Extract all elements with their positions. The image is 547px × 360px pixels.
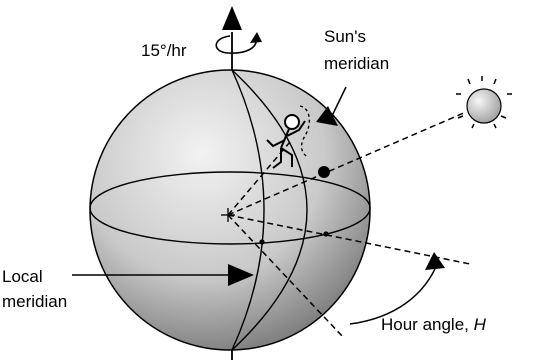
rotation-arrow-icon [215, 32, 262, 54]
center-to-observer-line [227, 141, 291, 216]
hour-angle-symbol: H [474, 315, 487, 334]
axis-arrowhead [222, 6, 242, 30]
hour-angle-label: Hour angle, H [381, 315, 487, 334]
center-to-sun-line [227, 111, 467, 216]
local-meridian-line [231, 69, 265, 351]
sun-icon [456, 76, 512, 129]
equator [89, 171, 371, 245]
rotation-rate-label: 15°/hr [141, 41, 187, 60]
subsolar-point [318, 166, 330, 178]
local-meridian-pointer-arrowhead [228, 264, 254, 286]
globe-center-marker [221, 208, 235, 222]
local-meridian-label-line1: Local [2, 267, 43, 286]
equator-local-meridian-point [259, 239, 265, 245]
sun-meridian-label-line2: meridian [324, 54, 389, 73]
local-meridian-label-line2: meridian [2, 292, 67, 311]
sun-meridian-pointer-arrowhead [316, 106, 338, 126]
local-meridian-projection-line [227, 214, 344, 338]
sun-meridian-line [231, 69, 308, 351]
sun-meridian-pointer-line [330, 86, 347, 119]
equator-sun-meridian-point [323, 231, 329, 237]
sun-meridian-projection-line [227, 214, 471, 265]
sun-meridian-label-line1: Sun's [324, 27, 366, 46]
hour-angle-arrowhead [425, 252, 445, 270]
hour-angle-text: Hour angle, [381, 315, 474, 334]
human-figure-icon [266, 105, 311, 169]
hour-angle-arc [349, 261, 439, 325]
